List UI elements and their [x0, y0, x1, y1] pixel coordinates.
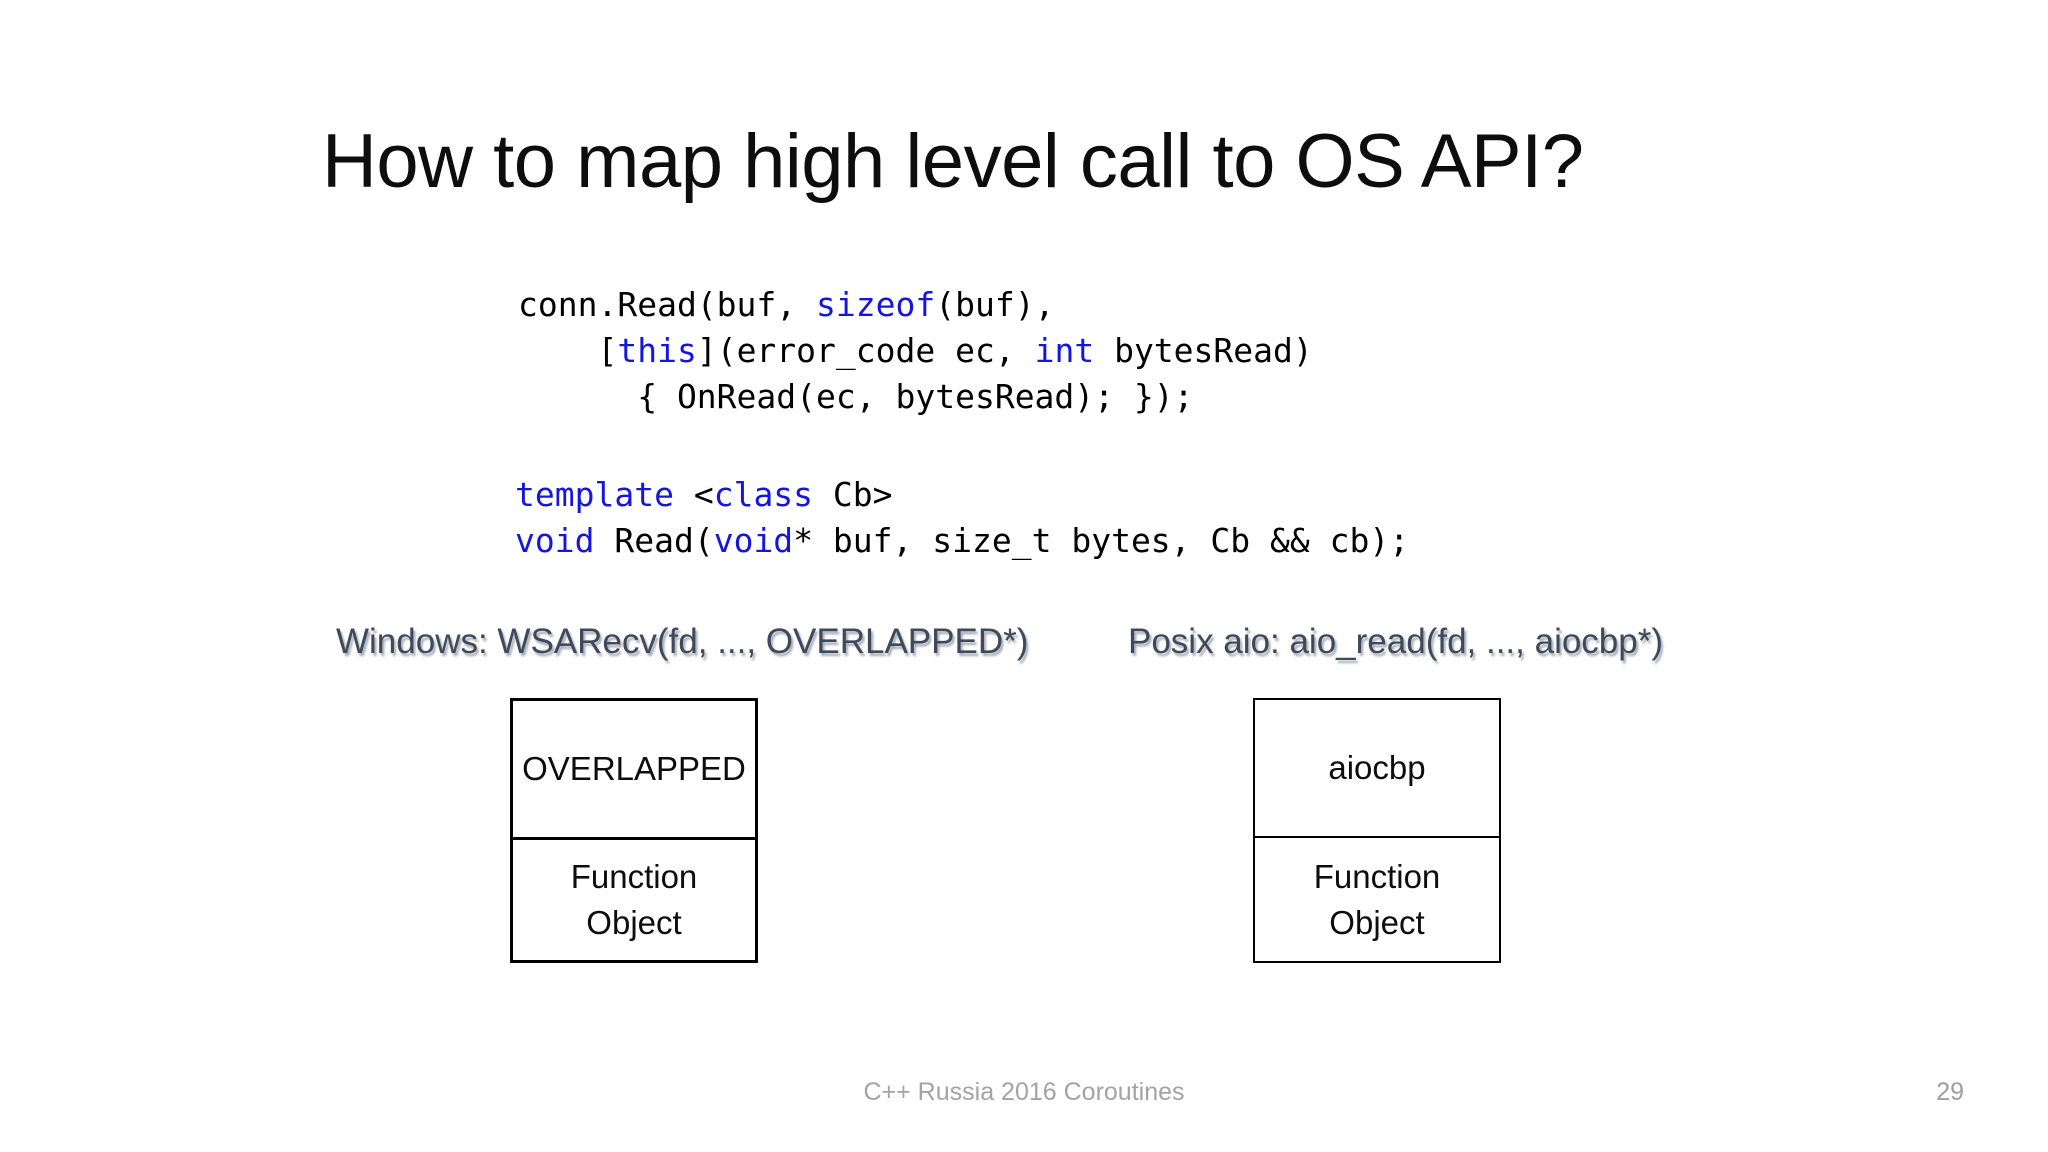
struct-cell-aiocbp-header: aiocbp: [1328, 749, 1426, 786]
code-text: (buf),: [935, 285, 1055, 324]
code-line: template <class Cb>: [515, 472, 1409, 518]
code-text: * buf, size_t bytes, Cb && cb);: [793, 521, 1410, 560]
api-caption-windows: Windows: WSARecv(fd, ..., OVERLAPPED*): [336, 622, 1029, 661]
code-text: { OnRead(ec, bytesRead); });: [518, 377, 1194, 416]
footer-conference-label: C++ Russia 2016 Coroutines: [863, 1078, 1185, 1106]
code-keyword: void: [515, 521, 595, 560]
code-text: conn.Read(buf,: [518, 285, 817, 324]
code-text: [: [518, 331, 618, 370]
struct-cell-aiocbp-function-object: Function Object: [1255, 836, 1499, 961]
code-keyword: sizeof: [816, 285, 936, 324]
code-text: ](error_code ec,: [696, 331, 1035, 370]
code-keyword: int: [1034, 331, 1095, 370]
struct-box-overlapped: OVERLAPPED Function Object: [510, 698, 758, 963]
code-line: { OnRead(ec, bytesRead); });: [518, 374, 1313, 420]
code-text: bytesRead): [1094, 331, 1313, 370]
code-text: Read(: [594, 521, 714, 560]
struct-cell-overlapped-header: OVERLAPPED: [522, 750, 746, 787]
code-keyword: void: [713, 521, 794, 560]
code-block-call: conn.Read(buf, sizeof(buf), [this](error…: [518, 282, 1313, 420]
struct-cell-overlapped-function-object: Function Object: [513, 837, 755, 960]
footer-page-number: 29: [1936, 1078, 1964, 1106]
code-text: <: [673, 475, 714, 514]
code-line: [this](error_code ec, int bytesRead): [518, 328, 1313, 374]
struct-box-aiocbp: aiocbp Function Object: [1253, 698, 1501, 963]
page-title: How to map high level call to OS API?: [322, 118, 1584, 204]
code-text: Cb>: [813, 475, 893, 514]
api-caption-posix: Posix aio: aio_read(fd, ..., aiocbp*): [1128, 622, 1664, 661]
code-line: void Read(void* buf, size_t bytes, Cb &&…: [515, 518, 1409, 564]
code-keyword: class: [713, 475, 814, 514]
code-block-declaration: template <class Cb>void Read(void* buf, …: [515, 472, 1409, 564]
code-keyword: template: [515, 475, 674, 514]
code-line: conn.Read(buf, sizeof(buf),: [518, 282, 1313, 328]
code-keyword: this: [617, 331, 697, 370]
